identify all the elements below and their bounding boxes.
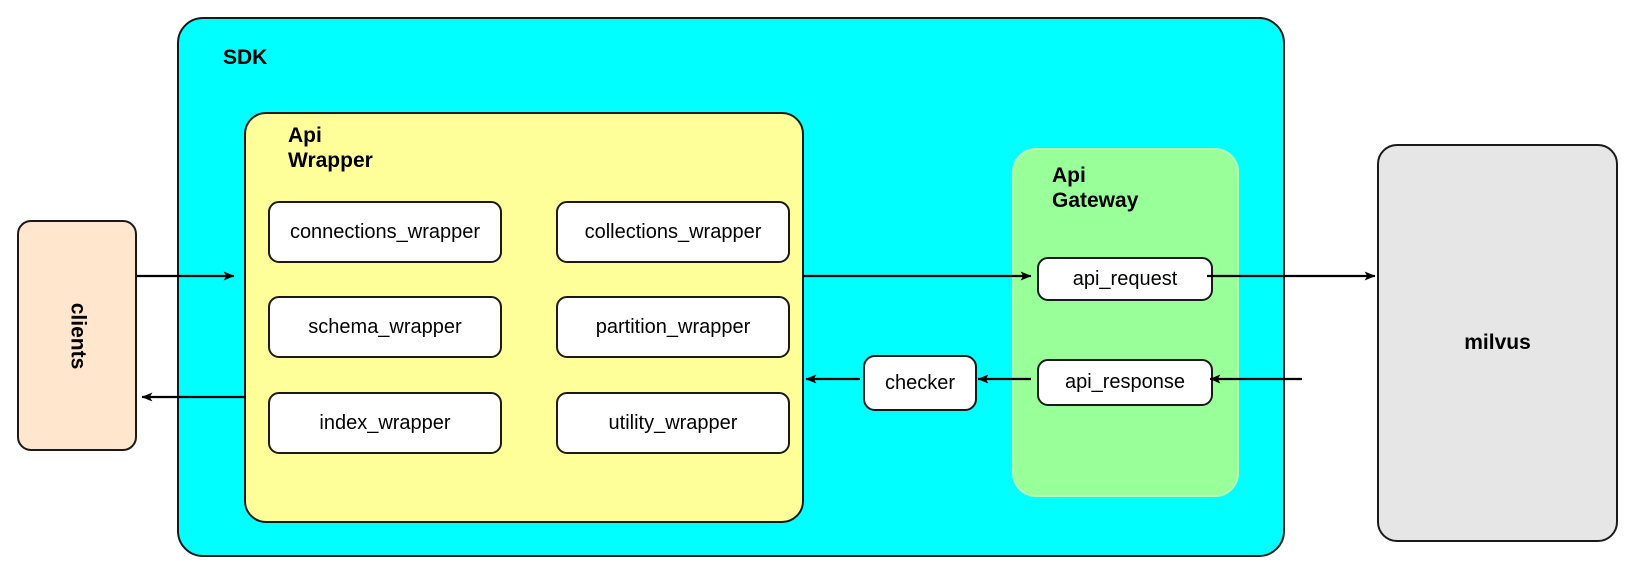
- box-utility-wrapper[interactable]: utility_wrapper: [556, 392, 790, 454]
- api-wrapper-title: Api Wrapper: [288, 123, 373, 173]
- api-wrapper-title-line2: Wrapper: [288, 149, 373, 173]
- box-index-wrapper[interactable]: index_wrapper: [268, 392, 502, 454]
- api-gateway-title-line1: Api: [1052, 164, 1086, 187]
- sdk-title: SDK: [223, 46, 268, 69]
- box-collections-wrapper[interactable]: collections_wrapper: [556, 201, 790, 263]
- container-api-wrapper[interactable]: Api Wrapper connections_wrapper collecti…: [244, 112, 804, 523]
- container-sdk[interactable]: SDK Api Wrapper connections_wrapper coll…: [177, 17, 1285, 557]
- api-gateway-title: Api Gateway: [1052, 163, 1138, 213]
- box-schema-wrapper[interactable]: schema_wrapper: [268, 296, 502, 358]
- milvus-label: milvus: [1464, 331, 1531, 354]
- api-gateway-title-line2: Gateway: [1052, 189, 1139, 213]
- box-api-request[interactable]: api_request: [1037, 257, 1213, 301]
- node-milvus[interactable]: milvus: [1377, 144, 1618, 542]
- container-api-gateway[interactable]: Api Gateway api_request api_response: [1012, 148, 1239, 497]
- box-connections-wrapper[interactable]: connections_wrapper: [268, 201, 502, 263]
- node-clients[interactable]: clients: [17, 220, 137, 451]
- api-wrapper-title-line1: Api: [288, 124, 322, 147]
- box-partition-wrapper[interactable]: partition_wrapper: [556, 296, 790, 358]
- box-checker[interactable]: checker: [863, 355, 977, 411]
- box-api-response[interactable]: api_response: [1037, 359, 1213, 406]
- clients-label: clients: [66, 302, 89, 369]
